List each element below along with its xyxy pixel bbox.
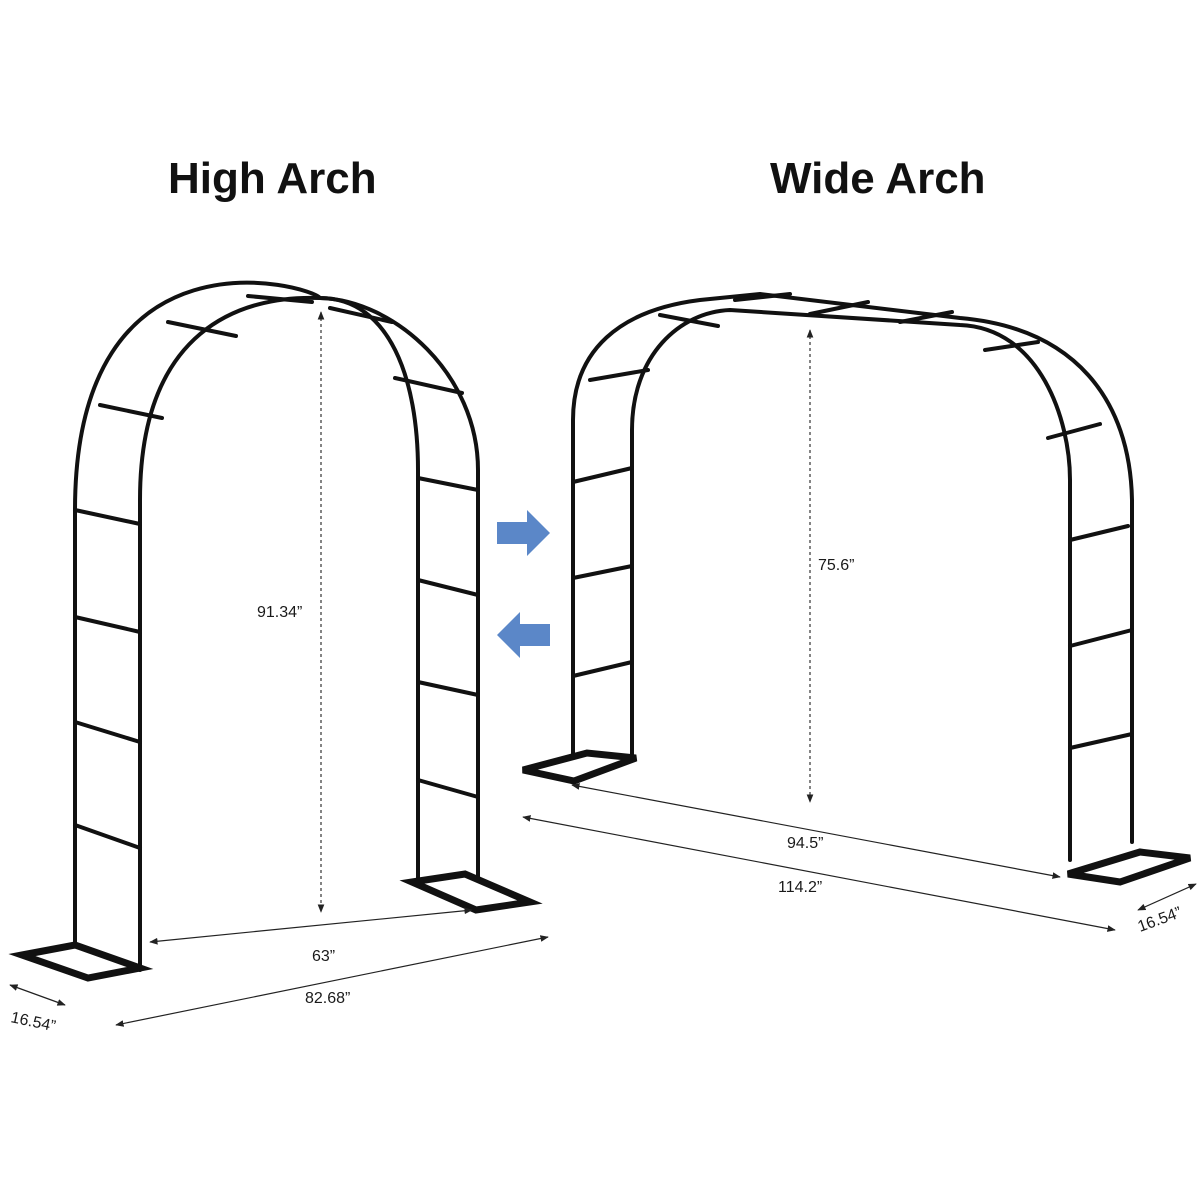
high-arch-depth-label: 16.54” (9, 1009, 57, 1035)
wide-arch-title: Wide Arch (770, 154, 986, 203)
wide-arch-inner-width-label: 94.5” (787, 835, 823, 852)
wide-arch-left-base (522, 749, 638, 785)
wide-arch-height-label: 75.6” (818, 557, 854, 574)
high-arch-inner-width-label: 63” (312, 948, 335, 965)
wide-arch-outer-width-label: 114.2” (778, 879, 822, 896)
wide-arch-depth-label: 16.54” (1136, 904, 1184, 935)
wide-arch-back-tube (571, 292, 1134, 844)
high-arch-frame (73, 280, 480, 972)
wide-arch-front-tube (630, 308, 1072, 862)
arrow-left-icon (497, 612, 550, 658)
high-arch-right-base (399, 870, 543, 914)
high-arch-title: High Arch (168, 154, 377, 203)
arrow-right-icon (497, 510, 550, 556)
wide-arch-right-base (1066, 848, 1192, 886)
high-arch-left-base (8, 941, 154, 982)
high-arch-outer-width-label: 82.68” (305, 990, 350, 1007)
high-arch-height-label: 91.34” (257, 604, 302, 621)
wide-arch-frame (571, 292, 1134, 862)
high-arch-front-tube (138, 295, 420, 972)
high-arch-back-tube (73, 280, 480, 957)
